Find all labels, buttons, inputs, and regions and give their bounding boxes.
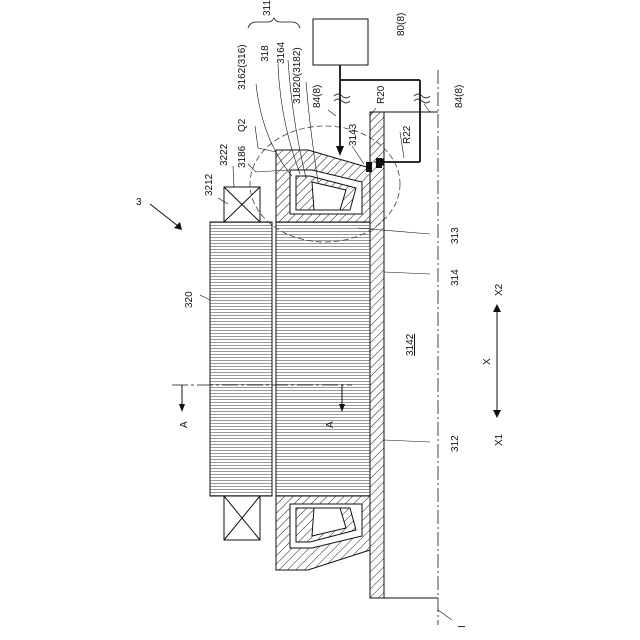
label-311: 311 <box>262 0 273 16</box>
label-312: 312 <box>450 435 461 452</box>
label-318: 318 <box>260 45 271 62</box>
fig-ref-arrow-line <box>150 204 178 226</box>
label-section-a-right: A <box>325 421 336 428</box>
lower-end-plate <box>276 496 370 570</box>
stator-stack <box>276 222 370 496</box>
label-fig-ref: 3 <box>136 197 142 208</box>
label-84-right: 84(8) <box>454 85 465 108</box>
label-3143: 3143 <box>348 123 359 146</box>
label-r20: R20 <box>376 85 387 104</box>
coil-end-top <box>224 187 260 222</box>
pipe-break-right <box>414 94 430 103</box>
x1-arrowhead <box>493 410 501 418</box>
coil-end-bottom <box>224 496 260 540</box>
label-axis-x1: X1 <box>494 433 505 446</box>
label-axis-x2: X2 <box>494 283 505 296</box>
label-314: 314 <box>450 269 461 286</box>
label-3222: 3222 <box>219 143 230 166</box>
section-a-left-arrow <box>179 404 185 412</box>
rotor-stack <box>210 222 272 496</box>
pipe-break-left <box>334 94 350 103</box>
shaft-wall <box>370 112 384 598</box>
x2-arrowhead <box>493 304 501 312</box>
label-section-a-left: A <box>179 421 190 428</box>
controller-box <box>313 19 368 65</box>
label-313: 313 <box>450 227 461 244</box>
label-84-left: 84(8) <box>312 85 323 108</box>
label-rotor-stack: 320 <box>184 291 195 308</box>
label-80: 80(8) <box>396 13 407 36</box>
label-3162: 3162(316) <box>237 44 248 90</box>
brace-311 <box>248 18 300 28</box>
label-r22: R22 <box>402 125 413 144</box>
label-3164: 3164 <box>276 41 287 64</box>
label-3212: 3212 <box>204 173 215 196</box>
label-3142: 3142 <box>405 333 416 356</box>
arrow-down <box>336 146 344 156</box>
label-3186: 3186 <box>237 145 248 168</box>
port-bar-1 <box>366 162 372 172</box>
label-axis-line: I <box>457 625 468 628</box>
label-31820: 31820(3182) <box>292 47 303 104</box>
label-axis-x: X <box>482 358 493 365</box>
label-q2: Q2 <box>237 118 248 132</box>
upper-end-plate <box>276 150 370 222</box>
